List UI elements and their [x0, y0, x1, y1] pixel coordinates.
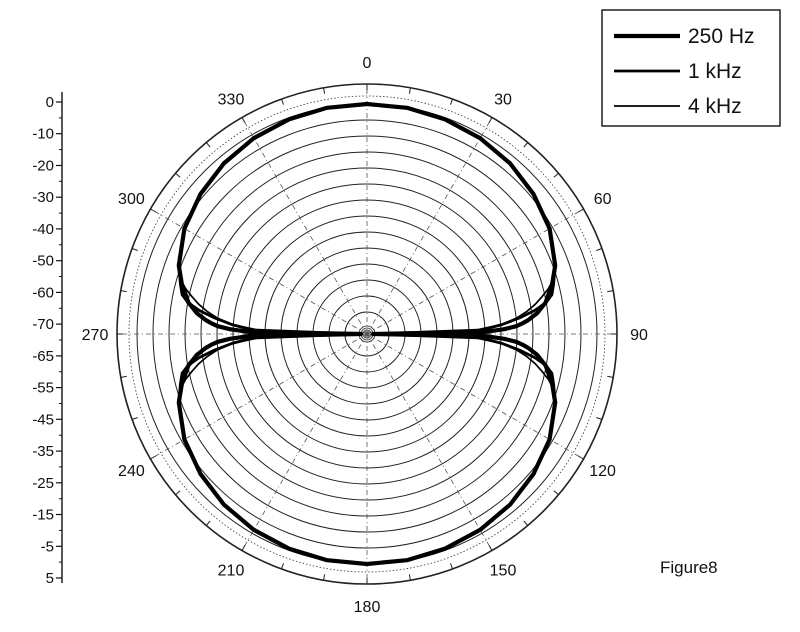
angle-tick: [120, 375, 127, 378]
grid-spoke: [366, 333, 493, 551]
angle-label: 90: [630, 327, 648, 344]
radial-tick-label: -25: [32, 475, 54, 492]
angle-tick: [408, 574, 411, 581]
radial-tick-label: -70: [32, 316, 54, 333]
angle-label: 120: [589, 463, 616, 480]
angle-tick: [241, 545, 246, 551]
figure-annotation: Figure8: [660, 558, 718, 577]
angle-tick: [488, 545, 493, 551]
radial-tick-label: -35: [32, 443, 54, 460]
radial-tick-label: -30: [32, 189, 54, 206]
radial-axis: 0-10-20-30-40-50-60-70-65-55-45-35-25-15…: [32, 92, 63, 587]
angle-tick: [281, 98, 284, 105]
radial-tick-label: 5: [46, 570, 54, 587]
angle-tick: [523, 142, 529, 148]
grid-spoke: [150, 333, 368, 460]
angle-tick: [450, 98, 453, 105]
polar-grid: [116, 83, 618, 585]
radial-tick-label: -5: [41, 538, 54, 555]
angle-tick: [578, 208, 584, 213]
legend-label-2: 1 kHz: [688, 60, 742, 83]
legend-label-1: 250 Hz: [688, 25, 755, 48]
angle-tick: [523, 520, 529, 526]
angle-tick: [131, 417, 138, 420]
radial-tick-label: -50: [32, 253, 54, 270]
grid-spoke: [366, 117, 493, 335]
angle-tick: [607, 375, 614, 378]
grid-spoke: [150, 208, 368, 335]
angle-tick: [150, 208, 156, 213]
angle-tick: [488, 117, 493, 123]
angle-tick: [323, 574, 326, 581]
angle-tick: [205, 520, 211, 526]
angle-tick: [578, 455, 584, 460]
angle-label: 330: [218, 91, 245, 108]
radial-tick-label: -65: [32, 348, 54, 365]
angle-tick: [120, 290, 127, 293]
angle-tick: [323, 87, 326, 94]
angle-label: 210: [218, 563, 245, 580]
legend: 250 Hz 1 kHz 4 kHz: [601, 9, 781, 127]
radial-tick-label: -45: [32, 411, 54, 428]
radial-tick-label: -10: [32, 126, 54, 143]
angle-label: 60: [594, 191, 612, 208]
angle-tick: [408, 87, 411, 94]
angle-label: 150: [490, 563, 517, 580]
grid-circle: [128, 95, 606, 573]
angle-label: 180: [354, 599, 381, 616]
angle-tick: [607, 290, 614, 293]
radial-tick-label: -60: [32, 284, 54, 301]
radial-tick-label: 0: [46, 94, 54, 111]
legend-label-3: 4 kHz: [688, 95, 742, 118]
series-line-3: [177, 103, 557, 565]
grid-circle: [152, 119, 582, 549]
angle-tick: [553, 172, 559, 178]
angle-label: 300: [118, 191, 145, 208]
angle-label: 30: [494, 91, 512, 108]
grid-circle: [168, 135, 566, 533]
angle-tick: [596, 248, 603, 251]
angle-label: 240: [118, 463, 145, 480]
radial-tick-label: -20: [32, 158, 54, 175]
angle-tick: [450, 563, 453, 570]
legend-box: [601, 9, 781, 127]
grid-spoke: [241, 117, 368, 335]
grid-spoke: [366, 208, 584, 335]
radial-tick-label: -15: [32, 507, 54, 524]
grid-spoke: [366, 333, 584, 460]
angle-label: 270: [82, 327, 109, 344]
radial-tick-label: -55: [32, 380, 54, 397]
angle-tick: [553, 490, 559, 496]
angle-tick: [281, 563, 284, 570]
grid-circle: [216, 183, 518, 485]
angle-tick: [150, 455, 156, 460]
angle-tick: [241, 117, 246, 123]
angle-tick: [175, 172, 181, 178]
angle-labels: 0 30 60 90 120 150 180 210 240 270 300 330: [82, 55, 648, 616]
radial-tick-label: -40: [32, 221, 54, 238]
angle-tick: [596, 417, 603, 420]
grid-spoke: [241, 333, 368, 551]
angle-tick: [205, 142, 211, 148]
angle-tick: [175, 490, 181, 496]
angle-label: 0: [363, 55, 372, 72]
angle-tick: [131, 248, 138, 251]
series-layer: [176, 101, 558, 567]
grid-circle: [200, 167, 534, 501]
